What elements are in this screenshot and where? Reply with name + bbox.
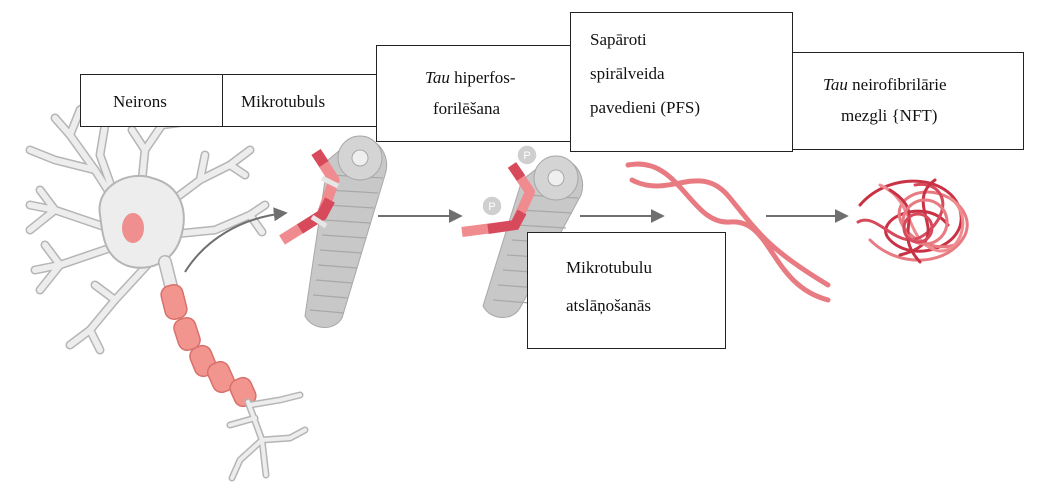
- microtubule-illustration: [282, 136, 387, 328]
- label-microtubule: Mikrotubuls: [222, 74, 377, 127]
- label-paired-helical-filaments: Sapāroti spirālveida pavedieni (PFS): [570, 12, 793, 152]
- neurofibrillary-tangles: [858, 180, 967, 262]
- label-neurofibrillary-tangles: Tau neirofibrilārie mezgli {NFT): [792, 52, 1024, 150]
- label-hyperphosphorylation: Tau hiperfos- forilēšana: [376, 45, 572, 142]
- svg-text:P: P: [488, 201, 495, 213]
- label-neuron: Neirons: [80, 74, 223, 127]
- neuron-nucleus: [122, 213, 144, 243]
- label-microtubule-disassembly: Mikrotubulu atslāņošanās: [527, 232, 726, 349]
- myelin-sheath: [159, 283, 259, 409]
- neuron-illustration: [30, 100, 305, 478]
- svg-text:P: P: [523, 150, 530, 162]
